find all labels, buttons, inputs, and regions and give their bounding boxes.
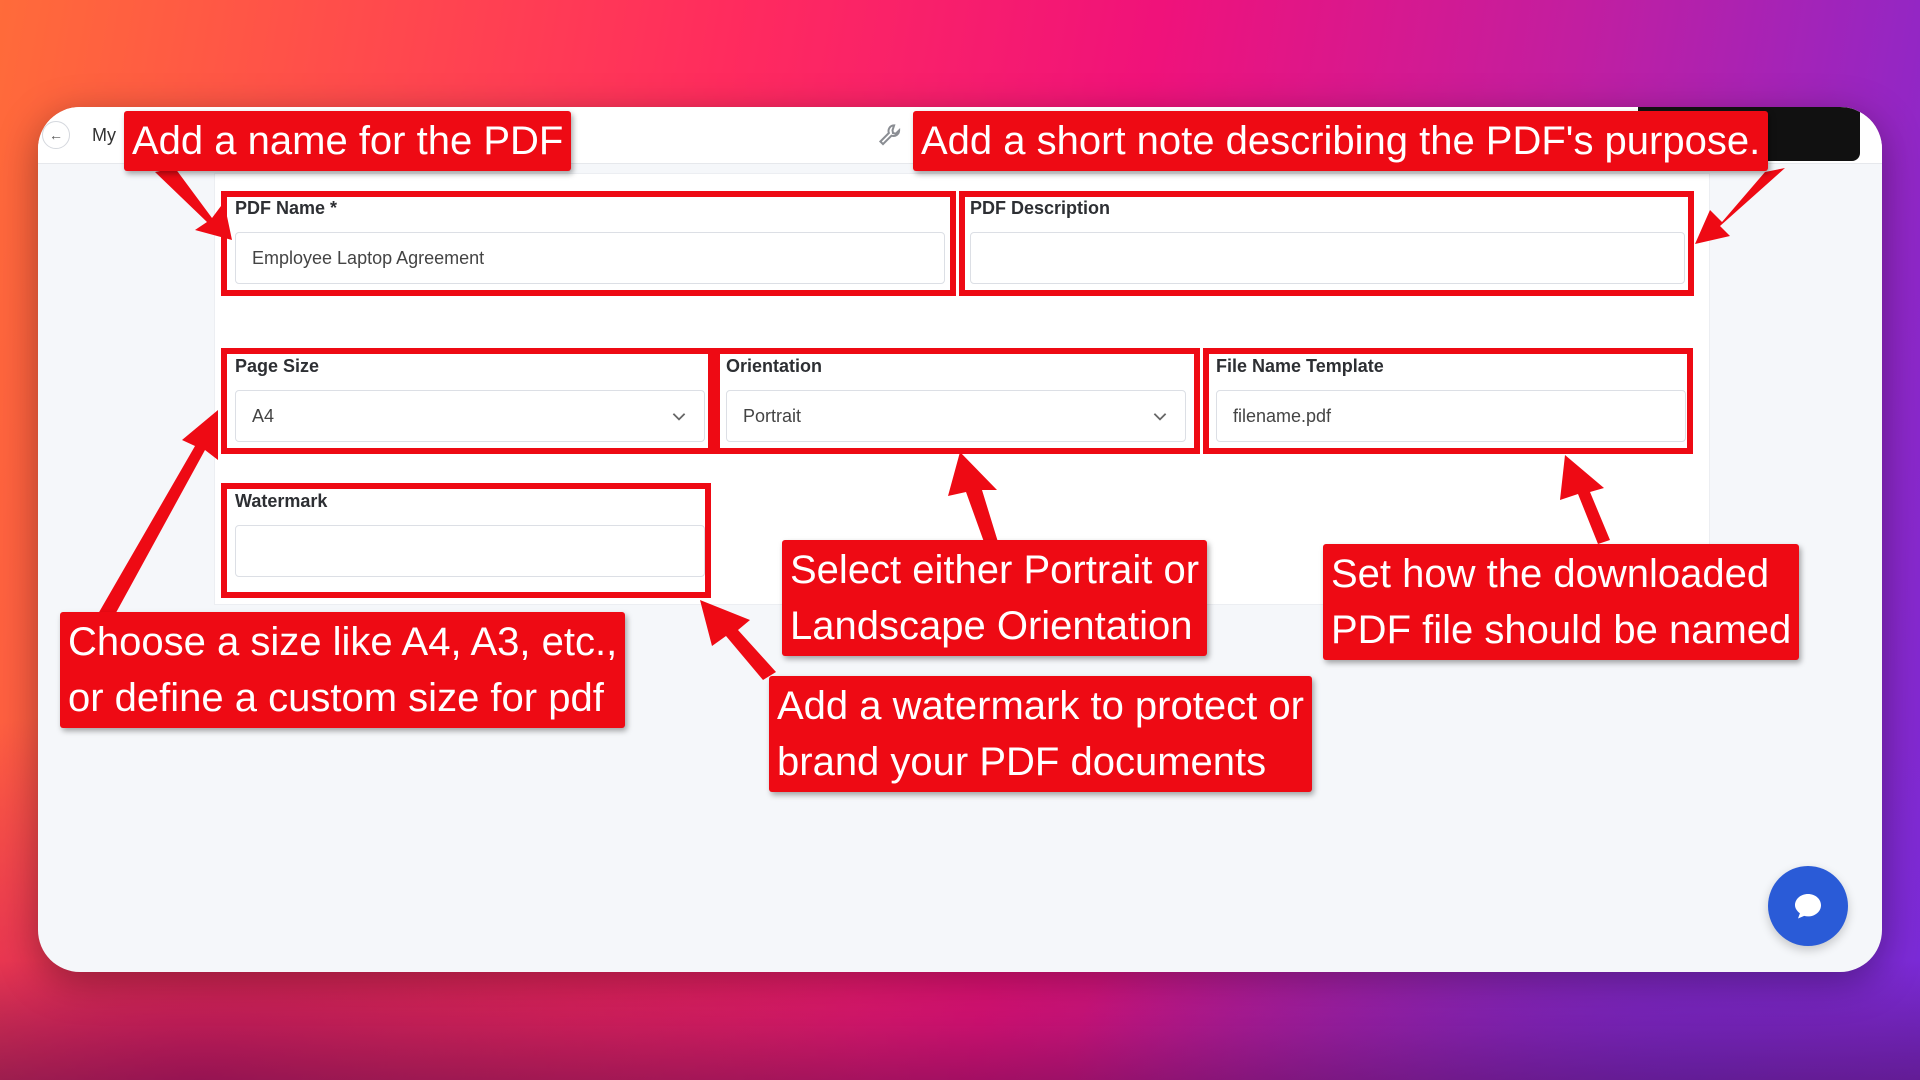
orientation-select[interactable]: Portrait [726, 390, 1186, 442]
chevron-down-icon [672, 413, 686, 421]
wrench-icon[interactable] [876, 121, 906, 151]
pdf-name-label: PDF Name * [235, 198, 338, 218]
arrow-left-icon: ← [49, 127, 63, 143]
arrow-orientation [948, 452, 998, 542]
page-size-label: Page Size [235, 356, 320, 376]
page-size-highlight [221, 348, 714, 454]
callout-orientation-line-2: Landscape Orientation [790, 604, 1193, 648]
callout-size-line-2: or define a custom size for pdf [68, 676, 604, 720]
file-name-template-input[interactable]: filename.pdf [1216, 390, 1686, 442]
file-name-template-highlight [1203, 348, 1693, 454]
pdf-name-input[interactable]: Employee Laptop Agreement [235, 232, 945, 284]
back-button[interactable]: ← [42, 121, 70, 149]
file-name-template-label: File Name Template [1216, 356, 1384, 376]
pdf-name-value: Employee Laptop Agreement [252, 247, 485, 268]
chat-bubble-icon [1795, 894, 1821, 919]
pdf-description-input[interactable] [970, 232, 1685, 284]
callout-watermark-line-2: brand your PDF documents [777, 740, 1267, 784]
arrow-size [98, 410, 218, 620]
callout-description: Add a short note describing the PDF's pu… [913, 111, 1769, 171]
pdf-description-label: PDF Description [970, 198, 1111, 218]
callout-watermark: Add a watermark to protect or brand your… [769, 676, 1312, 792]
callout-size: Choose a size like A4, A3, etc., or defi… [60, 612, 626, 728]
page-size-select[interactable]: A4 [235, 390, 705, 442]
arrow-name [155, 168, 232, 240]
file-name-template-value: filename.pdf [1233, 405, 1332, 426]
orientation-highlight [714, 348, 1200, 454]
watermark-input[interactable] [235, 525, 705, 577]
callout-name: Add a name for the PDF [124, 111, 572, 171]
arrow-watermark [700, 600, 776, 680]
watermark-label: Watermark [235, 491, 328, 511]
pdf-name-highlight [221, 191, 956, 296]
pdf-description-highlight [959, 191, 1694, 296]
orientation-value: Portrait [743, 405, 802, 426]
breadcrumb[interactable]: My [92, 125, 116, 145]
chevron-down-icon [1153, 413, 1167, 421]
background-shade [0, 960, 1920, 1080]
callout-orientation-line-1: Select either Portrait or [790, 548, 1200, 592]
callout-size-line-1: Choose a size like A4, A3, etc., [68, 620, 618, 664]
chat-button[interactable] [1768, 866, 1848, 946]
callout-watermark-line-1: Add a watermark to protect or [777, 684, 1304, 728]
callout-file-name-line-2: PDF file should be named [1331, 608, 1792, 652]
callout-file-name-line-1: Set how the downloaded [1331, 552, 1770, 596]
arrow-description [1695, 168, 1785, 244]
callout-orientation: Select either Portrait or Landscape Orie… [782, 540, 1208, 656]
page-size-value: A4 [252, 405, 275, 426]
arrow-file-name [1560, 455, 1610, 544]
watermark-highlight [221, 483, 711, 598]
callout-file-name: Set how the downloaded PDF file should b… [1323, 544, 1800, 660]
orientation-label: Orientation [726, 356, 823, 376]
